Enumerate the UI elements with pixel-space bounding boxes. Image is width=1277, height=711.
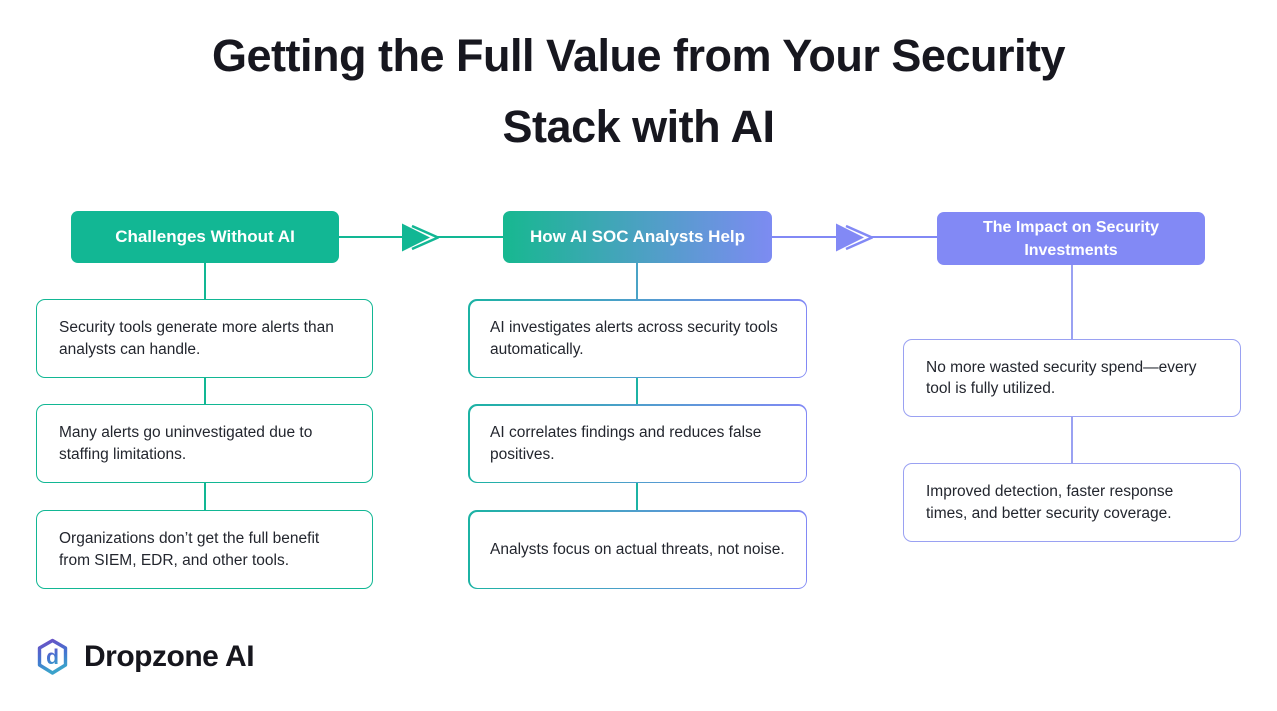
flow-item-help-2: AI correlates findings and reduces false… xyxy=(468,404,807,483)
dropzone-logo-icon: d xyxy=(37,638,68,675)
flow-header-impact-on-security-investments: The Impact on Security Investments xyxy=(937,212,1205,265)
flow-item-challenge-2: Many alerts go uninvestigated due to sta… xyxy=(36,404,373,483)
flow-item-challenge-1: Security tools generate more alerts than… xyxy=(36,299,373,378)
flow-header-challenges-without-ai: Challenges Without AI xyxy=(71,211,339,263)
arrow-right-icon-purple xyxy=(772,223,937,252)
flow-item-help-1: AI investigates alerts across security t… xyxy=(468,299,807,378)
flow-item-help-3: Analysts focus on actual threats, not no… xyxy=(468,510,807,589)
brand-name: Dropzone AI xyxy=(84,640,255,673)
arrow-right-icon-teal xyxy=(339,223,503,252)
brand-lockup: d Dropzone AI xyxy=(36,638,255,676)
page-title-line2: Stack with AI xyxy=(502,101,775,152)
flow-item-impact-1: No more wasted security spend—every tool… xyxy=(903,339,1241,417)
flow-item-impact-2: Improved detection, faster response time… xyxy=(903,463,1241,542)
flow-header-how-ai-soc-analysts-help: How AI SOC Analysts Help xyxy=(503,211,772,263)
flow-item-challenge-3: Organizations don’t get the full benefit… xyxy=(36,510,373,589)
svg-text:d: d xyxy=(46,646,59,669)
page-title-line1: Getting the Full Value from Your Securit… xyxy=(212,30,1065,81)
page-title: Getting the Full Value from Your Securit… xyxy=(0,20,1277,162)
